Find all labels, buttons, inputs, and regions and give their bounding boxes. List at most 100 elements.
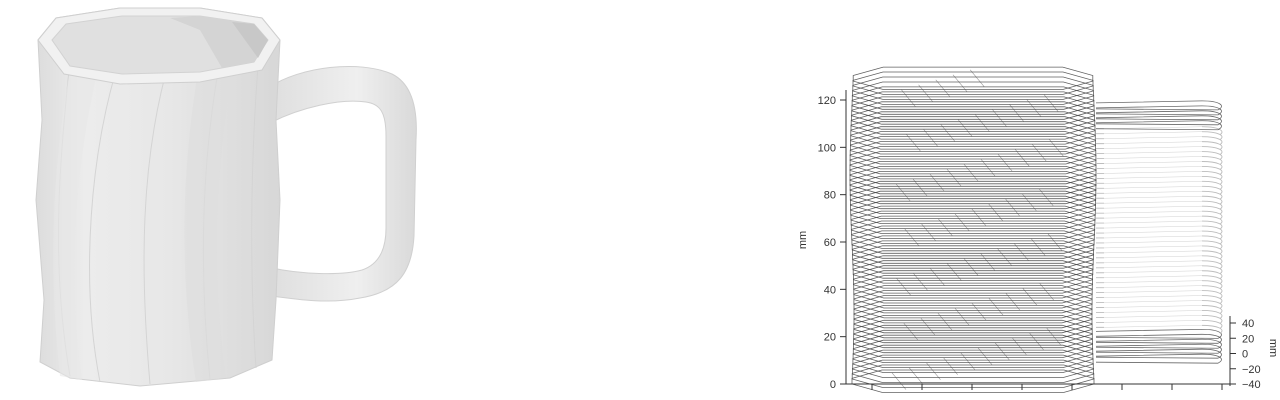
- body-slice: [852, 339, 1094, 364]
- handle-slice-inner: [1103, 151, 1203, 154]
- facet-slice: [1039, 283, 1055, 301]
- handle-slice: [1096, 200, 1223, 210]
- body-slice: [852, 250, 1094, 274]
- handle-slice-inner: [1103, 310, 1203, 313]
- facet-slice: [912, 178, 928, 197]
- handle-slice: [1096, 295, 1223, 304]
- facet-slice: [1047, 233, 1063, 251]
- body-slice: [850, 215, 1096, 239]
- handle-slice: [1096, 210, 1223, 220]
- body-slice: [849, 146, 1097, 170]
- facet-slice: [908, 367, 924, 385]
- handle-slice-inner: [1103, 230, 1203, 234]
- handle-slice: [1096, 175, 1223, 185]
- body-slice: [849, 156, 1097, 180]
- handle-slice: [1096, 310, 1223, 319]
- facet-slice: [946, 168, 962, 187]
- handle-slice-inner: [1103, 196, 1203, 199]
- body-slice: [853, 300, 1093, 324]
- handle-slice: [1096, 300, 1223, 309]
- body-slice: [850, 136, 1096, 160]
- handle-slice-inner: [1103, 290, 1203, 293]
- facet-slice: [937, 313, 953, 331]
- handle-slice: [1096, 280, 1223, 290]
- body-slice: [853, 314, 1093, 339]
- facet-slice: [992, 109, 1007, 127]
- facet-slice: [918, 84, 933, 102]
- handle-slice: [1096, 235, 1223, 245]
- body-slice: [849, 170, 1097, 195]
- body-slice: [853, 285, 1093, 309]
- facet-slice: [997, 154, 1013, 172]
- handle-slice: [1096, 240, 1223, 250]
- facet-slice: [921, 223, 936, 241]
- handle-slice: [1096, 220, 1223, 230]
- body-slice: [853, 295, 1093, 319]
- facet-slice: [980, 159, 996, 177]
- z-tick-label: 100: [818, 142, 836, 154]
- handle-slice-inner: [1103, 305, 1203, 308]
- mug-interior-wall: [232, 22, 268, 58]
- body-slice: [850, 190, 1096, 215]
- handle-slice-inner: [1103, 141, 1203, 144]
- handle-slice-inner: [1103, 315, 1203, 318]
- handle-slice: [1095, 343, 1222, 354]
- handle-slice: [1096, 156, 1223, 165]
- body-slice: [851, 369, 1095, 393]
- handle-slice: [1096, 161, 1223, 170]
- facet-slice: [926, 362, 941, 380]
- body-slice: [852, 81, 1094, 105]
- facet-slice: [963, 258, 979, 276]
- body-slice: [851, 364, 1095, 388]
- facet-slice: [960, 352, 976, 370]
- body-slice: [851, 235, 1095, 259]
- facet-slice: [1005, 293, 1021, 311]
- handle-slice: [1096, 290, 1223, 299]
- body-slice: [852, 359, 1094, 383]
- handle-slice: [1096, 170, 1223, 180]
- body-slice: [853, 265, 1093, 289]
- body-slice: [851, 91, 1095, 115]
- facet-slice: [1039, 188, 1054, 207]
- handle-slice: [1096, 285, 1223, 295]
- handle-slice-inner: [1103, 131, 1203, 134]
- handle-slice: [1096, 205, 1223, 215]
- body-slice: [853, 309, 1093, 334]
- facet-slice: [954, 308, 970, 326]
- facet-slice: [1026, 99, 1042, 117]
- facet-slice: [913, 273, 928, 291]
- x-axis-ticks: [871, 384, 1223, 390]
- body-slice: [852, 240, 1094, 264]
- handle-slice-inner: [1103, 210, 1203, 214]
- body-slice: [853, 270, 1093, 294]
- body-slice: [850, 121, 1096, 145]
- handle-slice: [1095, 333, 1222, 344]
- handle-slice: [1096, 305, 1223, 314]
- body-slice: [852, 71, 1094, 95]
- body-slice: [850, 210, 1096, 234]
- facet-slice: [1022, 288, 1038, 306]
- handle-slice-inner: [1103, 220, 1203, 224]
- handle-slice: [1096, 324, 1223, 334]
- facet-slice: [891, 372, 907, 390]
- facet-slice: [935, 79, 951, 97]
- handle-slice-inner: [1103, 181, 1203, 184]
- mug-render: [28, 4, 422, 392]
- body-slice: [853, 319, 1093, 344]
- handle-slice-inner: [1103, 245, 1203, 249]
- handle-slice-inner: [1103, 270, 1203, 273]
- z-tick-label: 0: [830, 379, 836, 391]
- facet-slice: [954, 213, 970, 231]
- facet-slice: [1046, 327, 1061, 346]
- handle-slice: [1095, 328, 1222, 339]
- handle-slice: [1096, 166, 1223, 175]
- body-slice: [851, 86, 1095, 110]
- facet-slice: [946, 263, 962, 281]
- facet-slice: [988, 298, 1004, 316]
- handle-slice-inner: [1103, 215, 1203, 219]
- z-tick-label: 40: [824, 284, 836, 296]
- body-slice: [851, 225, 1095, 249]
- handle-slice: [1096, 131, 1223, 141]
